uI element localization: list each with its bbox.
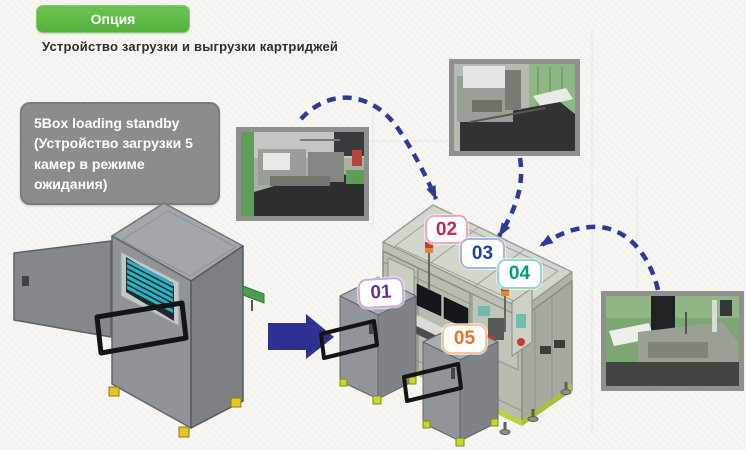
- station-label-05: 05: [442, 324, 487, 354]
- cabinet-05: [402, 323, 499, 447]
- dashed-arrow-photoB-to-03: [497, 157, 524, 238]
- photo-cartridge-loader: [236, 127, 369, 221]
- standby-callout: 5Box loading standby (Устройство загрузк…: [20, 102, 220, 206]
- callout-line: (Устройство загрузки 5: [34, 135, 193, 152]
- callout-line: ожидания): [34, 175, 108, 192]
- cartridge-loader-machine: [13, 202, 265, 438]
- photo-unloading-station: [601, 291, 744, 391]
- option-button[interactable]: Опция: [36, 5, 190, 33]
- station-label-04: 04: [497, 259, 542, 289]
- page-title: Устройство загрузки и выгрузки картридже…: [42, 39, 339, 54]
- station-label-03: 03: [460, 238, 505, 269]
- flow-arrow: [268, 314, 334, 359]
- cartridge-stack: [126, 258, 174, 314]
- photo-loading-station: [449, 59, 580, 156]
- callout-line: 5Box loading standby: [34, 115, 180, 131]
- station-label-01: 01: [357, 276, 405, 310]
- callout-line: камер в режиме: [34, 155, 145, 172]
- signal-beacon: [425, 242, 433, 290]
- dashed-arrow-photoC-to-04: [538, 224, 661, 291]
